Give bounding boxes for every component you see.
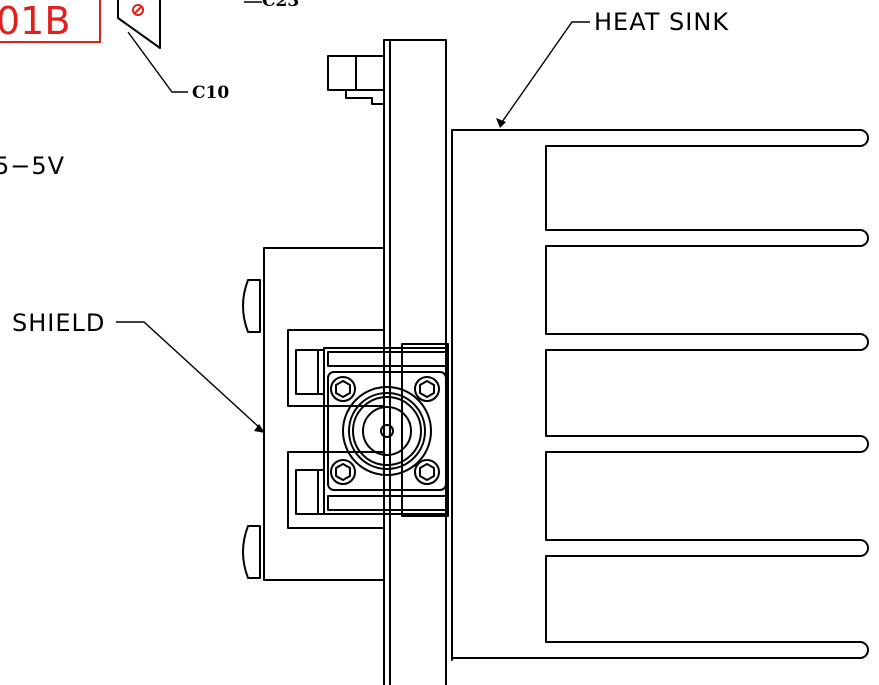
- rf-connector: [323, 343, 449, 517]
- heat-sink-label: HEAT SINK: [594, 8, 729, 36]
- heat-sink-callout: HEAT SINK: [496, 8, 729, 128]
- heat-sink: [445, 129, 869, 661]
- top-connector: [327, 55, 385, 105]
- part-tag: 01B: [0, 0, 101, 43]
- component-c23: C23: [244, 0, 299, 11]
- shield-label: SHIELD: [12, 309, 105, 337]
- heat-sink-fins: [451, 129, 869, 659]
- shield-housing: [242, 247, 385, 581]
- circuit-board: [383, 39, 447, 685]
- c23-label: C23: [262, 0, 299, 11]
- screw-top-left: [330, 376, 356, 402]
- screw-top-right: [414, 376, 440, 402]
- part-id-label: 01B: [0, 0, 70, 43]
- screw-bottom-left: [330, 459, 356, 485]
- component-c10: C10: [117, 0, 229, 103]
- shield-callout: SHIELD: [12, 309, 265, 433]
- c10-label: C10: [192, 83, 229, 103]
- screw-bottom-right: [414, 459, 440, 485]
- voltage-label: 5−5V: [0, 152, 65, 180]
